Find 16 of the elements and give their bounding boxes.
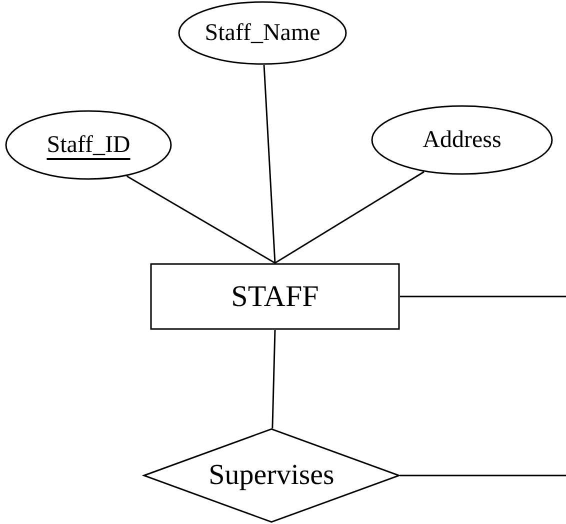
connector-line <box>274 171 424 264</box>
connector-line <box>272 330 276 428</box>
connector-line <box>400 296 566 298</box>
node-label: Address <box>422 126 502 154</box>
key-attribute-label: Staff_ID <box>46 132 130 158</box>
node-label: Supervises <box>208 459 334 492</box>
attribute-ellipse <box>178 1 347 65</box>
connector-line <box>126 175 276 264</box>
node-label: STAFF <box>231 280 319 314</box>
connector-line <box>400 474 566 476</box>
entity-box <box>150 263 400 330</box>
relationship-diamond <box>143 428 400 523</box>
node-label: Staff_Name <box>204 20 320 46</box>
attribute-ellipse <box>371 105 553 175</box>
connector-line <box>263 64 276 264</box>
key-attribute-ellipse <box>5 110 172 180</box>
